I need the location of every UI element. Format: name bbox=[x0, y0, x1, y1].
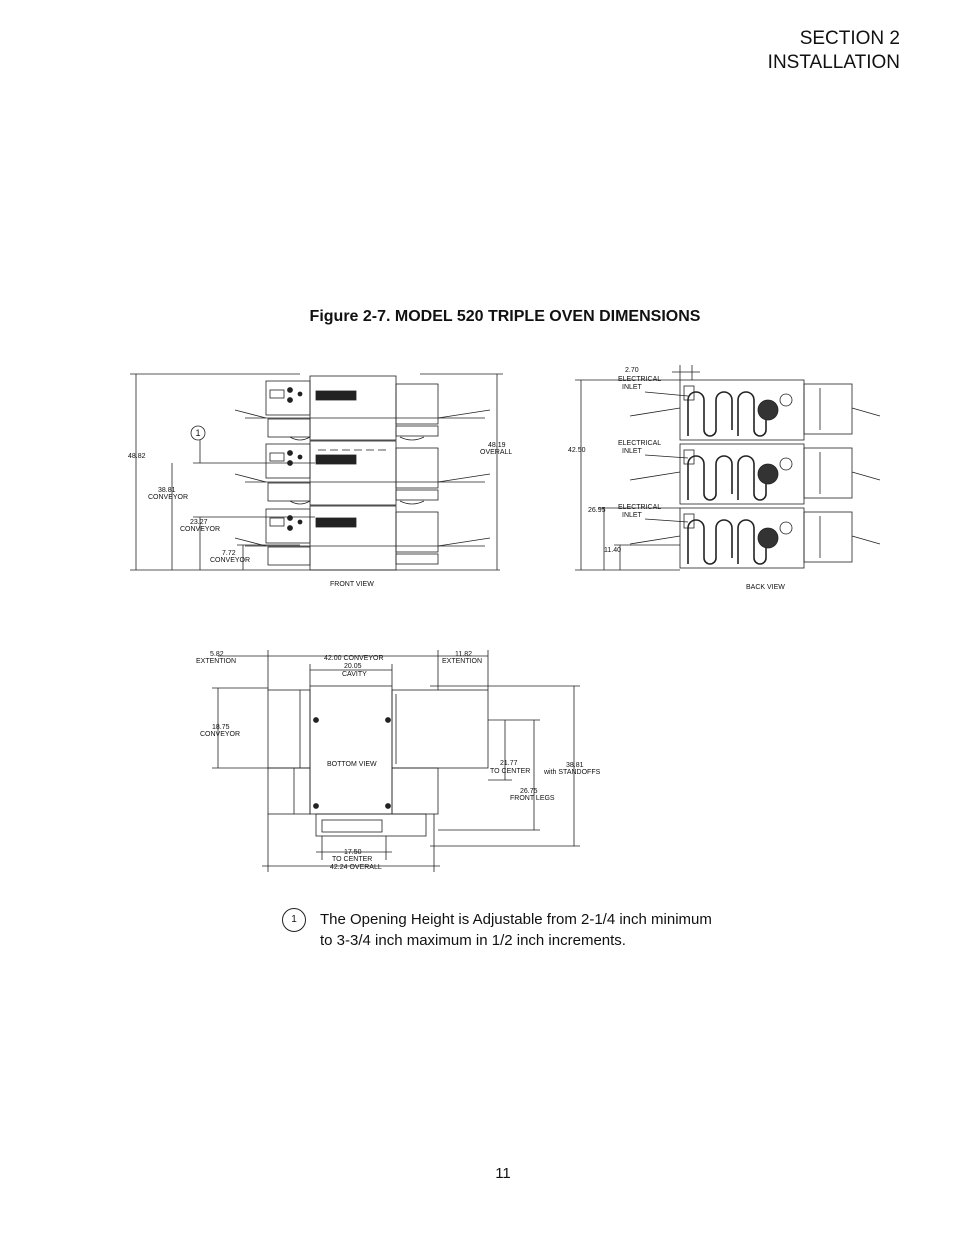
dim-to-center-label: TO CENTER bbox=[490, 768, 530, 775]
dim-standoffs-value: 38.81 bbox=[566, 762, 584, 769]
bottom-view-caption: BOTTOM VIEW bbox=[327, 761, 377, 768]
dim-ext-left-value: 5.82 bbox=[210, 651, 224, 658]
dim-conv-low-label: CONVEYOR bbox=[210, 557, 250, 564]
note-line-2: to 3-3/4 inch maximum in 1/2 inch increm… bbox=[320, 932, 626, 949]
figure-title: Figure 2-7. MODEL 520 TRIPLE OVEN DIMENS… bbox=[309, 308, 701, 325]
inlet2-line2: INLET bbox=[622, 448, 643, 455]
dim-overall-value: 48.19 bbox=[488, 442, 506, 449]
dim-front-legs-label: FRONT LEGS bbox=[510, 795, 555, 802]
dim-center2-value: 17.50 bbox=[344, 849, 362, 856]
inlet1-line2: INLET bbox=[622, 384, 643, 391]
inlet1-line1: ELECTRICAL bbox=[618, 376, 661, 383]
section-subheading: INSTALLATION bbox=[767, 52, 900, 73]
inlet2-line1: ELECTRICAL bbox=[618, 440, 661, 447]
bottom-view: 5.82 EXTENTION 42.00 CONVEYOR 20.05 CAVI… bbox=[196, 650, 601, 872]
dim-ext-right-value: 11.82 bbox=[455, 651, 472, 658]
front-view-caption: FRONT VIEW bbox=[330, 581, 374, 588]
dim-ext-left-label: EXTENTION bbox=[196, 658, 236, 665]
dim-front-legs-value: 26.75 bbox=[520, 788, 538, 795]
dim-cavity-value: 20.05 bbox=[344, 663, 362, 670]
dim-ext-right-label: EXTENTION bbox=[442, 658, 482, 665]
dim-center2-label: TO CENTER bbox=[332, 856, 372, 863]
dim-cavity-label: CAVITY bbox=[342, 671, 367, 678]
dim-back-low: 11.40 bbox=[604, 547, 621, 554]
dim-overall-label: OVERALL bbox=[480, 449, 512, 456]
dim-overall: 42.24 OVERALL bbox=[330, 864, 382, 871]
back-view-caption: BACK VIEW bbox=[746, 584, 785, 591]
dim-to-center-value: 21.77 bbox=[500, 760, 518, 767]
dim-conv-depth-value: 18.75 bbox=[212, 724, 230, 731]
inlet3-line2: INLET bbox=[622, 512, 643, 519]
dim-conv-top-value: 38.81 bbox=[158, 487, 176, 494]
note-number-marker: 1 bbox=[282, 908, 306, 932]
dim-conv-top-label: CONVEYOR bbox=[148, 494, 188, 501]
dim-back-mid: 26.95 bbox=[588, 507, 606, 514]
dim-conv-mid-label: CONVEYOR bbox=[180, 526, 220, 533]
front-view: 1 48.82 38.81 CONVEYOR 23.27 CONVEYOR 7.… bbox=[128, 373, 512, 588]
callout-number: 1 bbox=[195, 428, 200, 438]
page-number: 11 bbox=[495, 1165, 511, 1182]
dim-inlet-offset: 2.70 bbox=[625, 367, 639, 374]
inlet3-line1: ELECTRICAL bbox=[618, 504, 661, 511]
note-line-1: The Opening Height is Adjustable from 2-… bbox=[320, 911, 712, 928]
back-view: 2.70 ELECTRICAL INLET ELECTRICAL INLET E… bbox=[568, 365, 881, 591]
dim-total-height: 48.82 bbox=[128, 453, 146, 460]
dim-conv-low-value: 7.72 bbox=[222, 550, 236, 557]
dim-back-total: 42.50 bbox=[568, 447, 586, 454]
dim-conveyor: 42.00 CONVEYOR bbox=[324, 655, 384, 662]
section-heading: SECTION 2 bbox=[799, 28, 900, 49]
callout-marker bbox=[190, 425, 206, 441]
note-text: The Opening Height is Adjustable from 2-… bbox=[320, 909, 740, 951]
dim-conv-depth-label: CONVEYOR bbox=[200, 731, 240, 738]
dim-standoffs-label: with STANDOFFS bbox=[543, 769, 601, 776]
dim-conv-mid-value: 23.27 bbox=[190, 519, 208, 526]
